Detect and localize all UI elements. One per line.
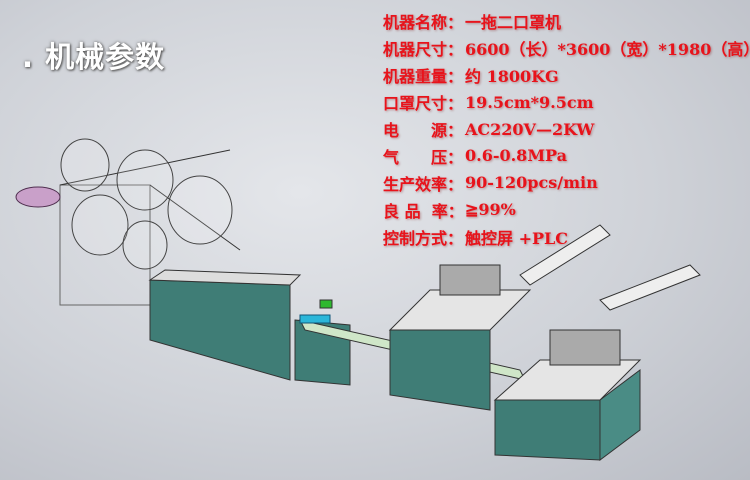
spec-value: 0.6-0.8MPa bbox=[465, 146, 567, 166]
spec-row-size: 机器尺寸：6600（长）*3600（宽）*1980（高） bbox=[383, 35, 750, 62]
spec-label: 机器名称： bbox=[383, 13, 464, 33]
spec-value: 一拖二口罩机 bbox=[465, 13, 562, 33]
spec-row-mask-size: 口罩尺寸：19.5cm*9.5cm bbox=[383, 89, 750, 116]
spec-label: 良 品 率： bbox=[383, 201, 464, 221]
spec-value: 触控屏 +PLC bbox=[465, 228, 568, 248]
spec-value: ≧99% bbox=[465, 200, 516, 220]
spec-label: 电 源： bbox=[383, 121, 464, 140]
spec-row-weight: 机器重量：约 1800KG bbox=[383, 62, 750, 89]
spec-label: 口罩尺寸： bbox=[383, 94, 464, 114]
spec-row-name: 机器名称：一拖二口罩机 bbox=[383, 8, 750, 35]
spec-label: 机器重量： bbox=[383, 67, 464, 87]
spec-value: AC220V—2KW bbox=[465, 119, 595, 139]
page-title: . 机械参数 bbox=[22, 40, 166, 74]
spec-label: 控制方式： bbox=[383, 228, 464, 248]
spec-label: 生产效率： bbox=[383, 174, 464, 194]
spec-label: 机器尺寸： bbox=[383, 40, 464, 60]
spec-row-efficiency: 生产效率：90-120pcs/min bbox=[383, 169, 750, 196]
spec-row-power: 电 源：AC220V—2KW bbox=[383, 116, 750, 143]
spec-label: 气 压： bbox=[383, 147, 464, 167]
spec-list: 机器名称：一拖二口罩机 机器尺寸：6600（长）*3600（宽）*1980（高）… bbox=[383, 8, 750, 250]
spec-row-air-pressure: 气 压：0.6-0.8MPa bbox=[383, 142, 750, 169]
spec-value: 19.5cm*9.5cm bbox=[465, 92, 594, 112]
spec-value: 6600（长）*3600（宽）*1980（高） bbox=[465, 40, 750, 60]
spec-value: 约 1800KG bbox=[465, 67, 559, 87]
spec-row-yield: 良 品 率：≧99% bbox=[383, 196, 750, 223]
spec-row-control: 控制方式：触控屏 +PLC bbox=[383, 223, 750, 250]
spec-value: 90-120pcs/min bbox=[465, 173, 598, 193]
